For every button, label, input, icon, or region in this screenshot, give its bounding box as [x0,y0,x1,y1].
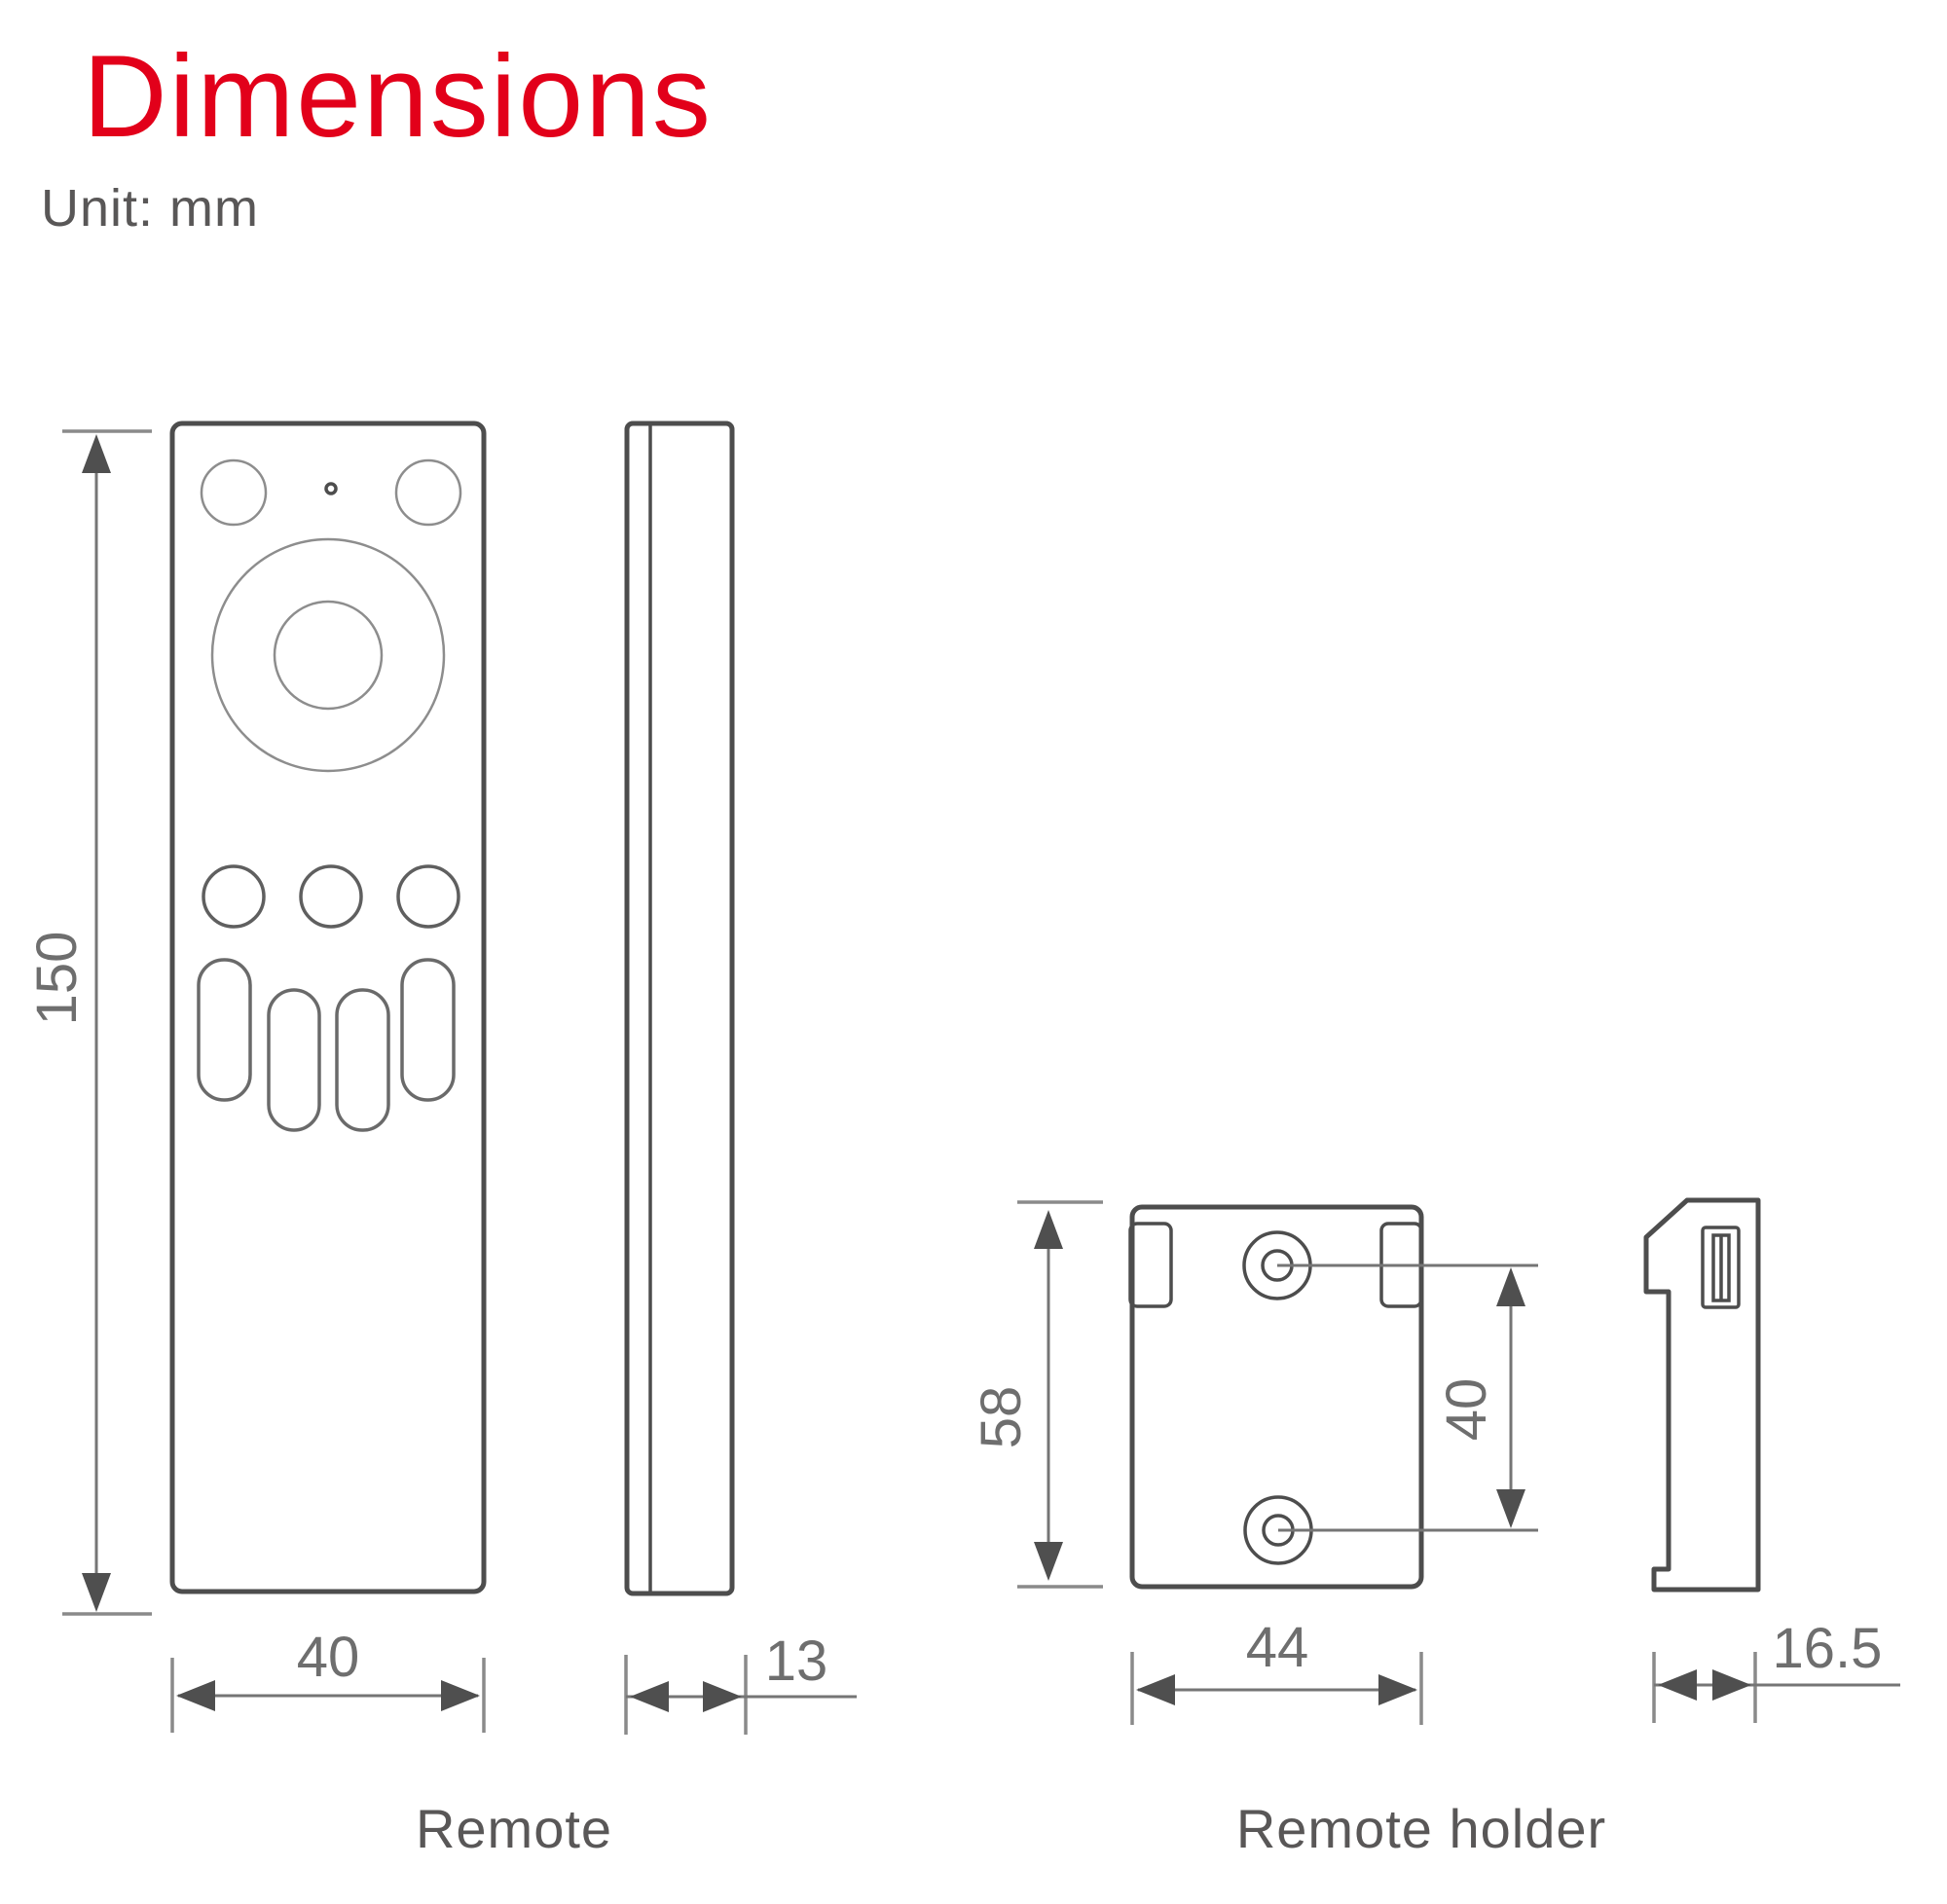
dim-remote-height-value: 150 [25,932,89,1026]
unit-label: Unit: mm [41,179,259,238]
arrow-right-icon [1712,1669,1751,1701]
remote-caption: Remote [416,1798,612,1859]
arrow-left-icon [630,1681,669,1712]
status-led [324,482,338,495]
dim-holder-width-value: 44 [1246,1616,1309,1679]
dim-remote-width-value: 40 [297,1626,360,1689]
ok-button [273,600,384,711]
page-title: Dimensions [83,31,713,162]
remote-front-view [169,421,487,1594]
arrow-right-icon [703,1681,742,1712]
dim-holder-height: 58 [970,1200,1103,1589]
holder-side-view [1643,1197,1761,1593]
arrow-down-icon [1034,1542,1063,1581]
dim-remote-depth-value: 13 [765,1629,828,1693]
arrow-left-icon [1136,1674,1175,1705]
function-button-1 [202,864,266,929]
arrow-down-icon [82,1573,111,1612]
channel-button-3 [335,988,390,1132]
arrow-right-icon [441,1680,480,1711]
dim-remote-width: 40 [170,1626,486,1733]
arrow-left-icon [176,1680,215,1711]
holder-caption: Remote holder [1236,1798,1606,1859]
arrow-right-icon [1378,1674,1417,1705]
holder-body-outline [1129,1204,1424,1590]
arrow-down-icon [1496,1489,1525,1528]
dim-hole-spacing-value: 40 [1435,1378,1498,1442]
dim-holder-width: 44 [1130,1616,1423,1725]
remote-side-outline [624,421,735,1596]
dim-holder-depth: 16.5 [1652,1617,1900,1723]
power-on-button [200,458,268,527]
function-button-3 [396,864,460,929]
power-off-button [394,458,462,527]
channel-button-2 [267,988,321,1132]
remote-body-outline [169,421,487,1594]
dim-remote-depth: 13 [624,1629,857,1735]
dim-hole-spacing: 40 [1277,1263,1538,1532]
holder-front-view [1128,1204,1424,1590]
nav-ring [210,537,446,773]
dim-holder-depth-value: 16.5 [1773,1617,1883,1680]
arrow-left-icon [1658,1669,1697,1701]
channel-button-4 [400,958,456,1102]
function-button-2 [299,864,363,929]
dim-remote-height: 150 [25,429,152,1616]
dim-holder-height-value: 58 [970,1386,1033,1449]
arrow-up-icon [1034,1210,1063,1249]
holder-clip-left [1128,1222,1173,1308]
usb-port-outline [1701,1226,1741,1309]
arrow-up-icon [1496,1267,1525,1306]
arrow-up-icon [82,434,111,473]
remote-side-view [624,421,735,1596]
channel-button-1 [197,958,252,1102]
